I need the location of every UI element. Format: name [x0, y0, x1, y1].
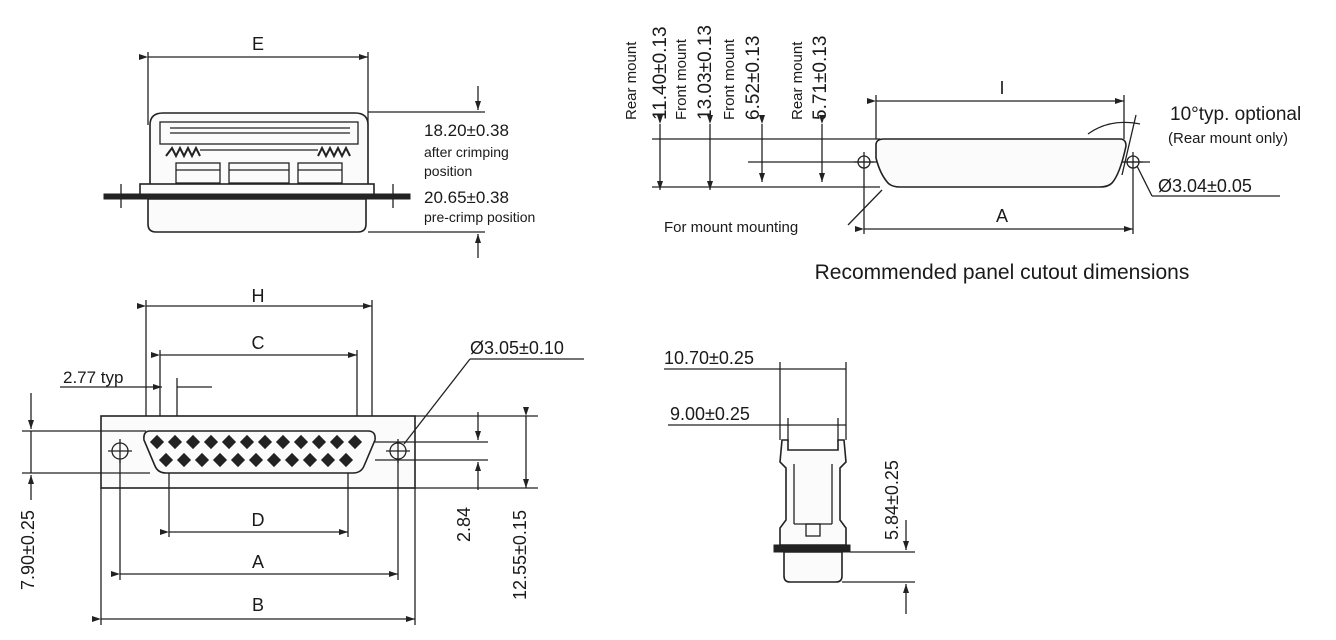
crimp-teeth — [165, 145, 201, 159]
cover — [149, 112, 369, 190]
leader-line — [403, 358, 471, 445]
contact-block — [297, 162, 343, 184]
label-h: H — [252, 286, 265, 306]
pin-row-bottom — [158, 452, 354, 468]
end-profile — [779, 439, 847, 546]
dim-2065: 20.65±0.38 — [424, 188, 509, 207]
label-a-bottom: A — [252, 552, 264, 572]
profile-slot — [805, 523, 821, 537]
dim-1255: 12.55±0.15 — [510, 510, 530, 600]
dim-790: 7.90±0.25 — [18, 510, 38, 590]
label-d: D — [252, 510, 265, 530]
leader-line — [847, 189, 883, 226]
front-shell — [143, 430, 376, 474]
side-view: E 18.20±0.38 after crimping position 20.… — [103, 34, 535, 258]
dim-900: 9.00±0.25 — [670, 404, 750, 424]
dim-277-typ: 2.77 typ — [63, 368, 124, 387]
dim-1140: 11.40±0.13 — [650, 26, 671, 120]
dim-305: Ø3.05±0.10 — [470, 338, 564, 358]
angle-line — [1121, 114, 1137, 176]
rear-mount-label: Rear mount — [789, 41, 806, 120]
dim-652: 6.52±0.13 — [743, 36, 764, 120]
label-i: I — [999, 78, 1004, 98]
cover-rib — [159, 121, 359, 145]
shell — [147, 198, 367, 233]
panel-cutout: Rear mount 11.40±0.13 Front mount 13.03±… — [623, 25, 1301, 284]
note-ten-degree: 10°typ. optional — [1170, 104, 1301, 125]
label-b: B — [252, 595, 264, 615]
pin-row-top — [149, 434, 363, 450]
label-a-top: A — [996, 206, 1008, 226]
dim-1303: 13.03±0.13 — [695, 25, 716, 120]
note-pre-crimp: pre-crimp position — [424, 209, 535, 225]
end-view: 10.70±0.25 9.00±0.25 5.84±0.25 — [664, 348, 915, 614]
front-mount-label: Front mount — [721, 38, 738, 120]
end-flange — [773, 544, 851, 553]
cutout-caption: Recommended panel cutout dimensions — [815, 261, 1190, 284]
note-position: position — [424, 163, 472, 179]
dim-284: 2.84 — [454, 507, 474, 542]
front-view: H C 2.77 typ — [18, 286, 584, 625]
dim-1070: 10.70±0.25 — [664, 348, 754, 368]
label-e: E — [252, 34, 264, 54]
cutout-outline — [875, 138, 1127, 188]
leader-line — [1136, 165, 1153, 197]
rear-mount-label: Rear mount — [623, 41, 640, 120]
end-shell — [783, 551, 843, 583]
note-after-crimping: after crimping — [424, 144, 509, 160]
contact-block — [228, 162, 290, 184]
note-rear-mount-only: (Rear mount only) — [1168, 130, 1288, 147]
front-mount-label: Front mount — [673, 38, 690, 120]
label-c: C — [252, 333, 265, 353]
dim-1820: 18.20±0.38 — [424, 121, 509, 140]
angle-arc — [1087, 121, 1141, 135]
note-for-mount: For mount mounting — [664, 219, 798, 236]
crimp-teeth — [317, 145, 351, 159]
dim-304: Ø3.04±0.05 — [1158, 176, 1252, 196]
dim-584: 5.84±0.25 — [882, 460, 902, 540]
dim-571: 5.71±0.13 — [810, 36, 831, 120]
contact-block — [175, 162, 221, 184]
pin-rows — [149, 434, 363, 468]
